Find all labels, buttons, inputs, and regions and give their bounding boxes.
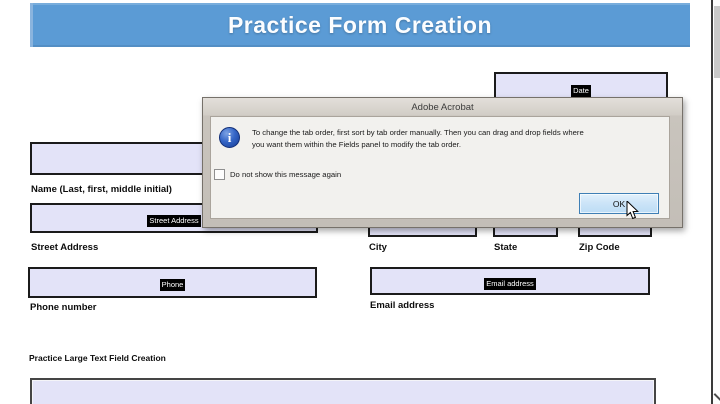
dialog-message: To change the tab order, first sort by t… xyxy=(252,127,664,150)
do-not-show-checkbox[interactable] xyxy=(214,169,225,180)
phone-field[interactable]: Phone xyxy=(28,267,317,298)
scrollbar-thumb[interactable] xyxy=(714,6,720,78)
dialog-title-bar[interactable]: Adobe Acrobat xyxy=(203,98,682,116)
phone-number-label: Phone number xyxy=(30,302,97,313)
page-edge-line xyxy=(711,0,713,404)
large-text-section-label: Practice Large Text Field Creation xyxy=(29,353,166,363)
dialog-title: Adobe Acrobat xyxy=(411,101,474,113)
dialog-message-line1: To change the tab order, first sort by t… xyxy=(252,128,584,137)
dialog-message-line2: you want them within the Fields panel to… xyxy=(252,139,461,149)
info-icon: i xyxy=(219,127,240,148)
ok-button-label: OK xyxy=(612,198,626,209)
email-name-tag: Email address xyxy=(484,278,536,290)
form-title-banner: Practice Form Creation xyxy=(30,3,690,47)
ok-button[interactable]: OK xyxy=(579,193,659,214)
city-label: City xyxy=(369,242,387,253)
large-text-field[interactable] xyxy=(30,378,656,404)
email-field[interactable]: Email address xyxy=(370,267,650,295)
mouse-cursor xyxy=(626,201,639,220)
street-address-name-tag: Street Address xyxy=(147,215,201,227)
state-label: State xyxy=(494,242,518,253)
name-field-label: Name (Last, first, middle initial) xyxy=(31,184,172,195)
dialog-body: i To change the tab order, first sort by… xyxy=(210,116,670,219)
date-field-name-tag: Date xyxy=(571,85,591,97)
adobe-acrobat-dialog: Adobe Acrobat i To change the tab order,… xyxy=(202,97,683,228)
form-title: Practice Form Creation xyxy=(227,11,493,38)
email-address-label: Email address xyxy=(370,300,435,311)
street-address-label: Street Address xyxy=(31,242,99,253)
scrollbar-track[interactable] xyxy=(713,0,720,404)
zip-code-label: Zip Code xyxy=(579,242,620,253)
phone-name-tag: Phone xyxy=(159,279,186,291)
do-not-show-checkbox-label[interactable]: Do not show this message again xyxy=(230,170,342,179)
